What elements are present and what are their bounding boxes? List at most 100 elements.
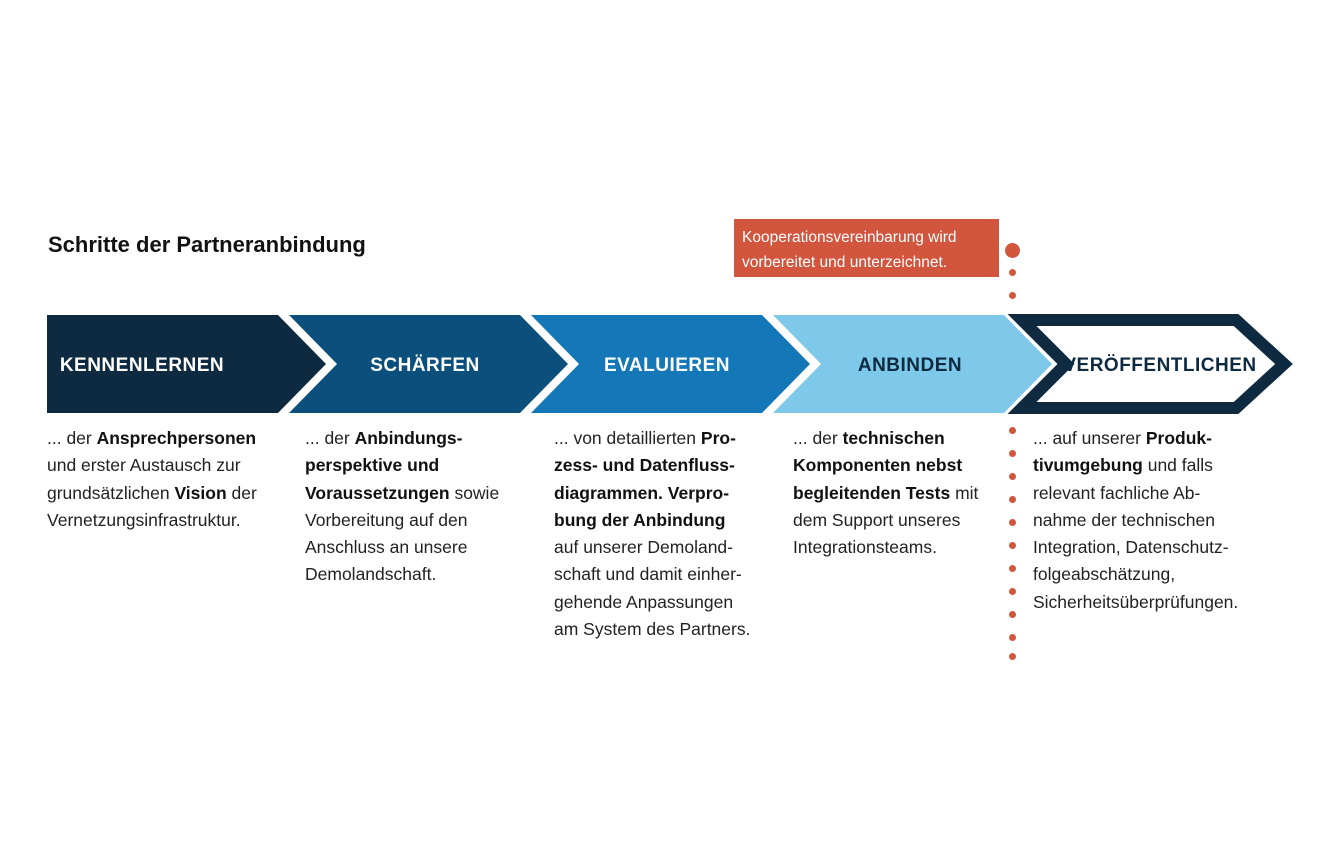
description-line: Demolandschaft. [305,561,499,588]
milestone-dot [1009,292,1016,299]
description-bold-text: perspektive und [305,455,440,476]
description-line: ... der technischen [793,425,978,452]
milestone-dot [1009,519,1016,526]
description-text: Anschluss an unsere [305,537,468,558]
description-kennenlernen: ... der Ansprechpersonen und erster Austa… [47,425,257,534]
description-bold-text: zess- und Datenfluss- [554,455,735,476]
description-bold-text: begleitenden Tests [793,482,951,503]
description-line: relevant fachliche Ab- [1033,480,1238,507]
description-line: tivumgebung und falls [1033,452,1238,479]
milestone-note-line-2: vorbereitet und unterzeichnet. [742,254,948,271]
description-line: Integrationsteams. [793,534,978,561]
milestone-dot [1009,611,1016,618]
description-text: und falls [1142,455,1213,476]
description-text: der [226,482,257,503]
description-text: auf unserer Demoland- [554,537,733,558]
description-bold-text: Voraussetzungen [305,482,450,503]
description-line: folgeabschätzung, [1033,561,1238,588]
description-bold-text: technischen [842,428,945,448]
step-label-evaluieren: EVALUIEREN [604,355,730,376]
description-text: folgeabschätzung, [1033,564,1176,585]
description-text: am System des Partners. [554,619,751,640]
milestone-dot [1009,427,1016,434]
description-text: ... der [305,428,355,448]
description-bold-text: Komponenten nebst [793,455,963,476]
description-text: ... auf unserer [1033,428,1146,448]
description-line: auf unserer Demoland- [554,534,750,561]
description-bold-text: Anbindungs- [354,428,463,448]
description-line: zess- und Datenfluss- [554,452,750,479]
description-line: ... auf unserer Produk- [1033,425,1238,452]
description-line: ... der Anbindungs- [305,425,499,452]
milestone-dot [1009,588,1016,595]
step-arrow-veroeffentlichen [1007,314,1293,414]
description-line: diagrammen. Verpro- [554,480,750,507]
description-line: ... der Ansprechpersonen [47,425,257,452]
description-bold-text: tivumgebung [1033,455,1143,476]
step-arrow-anbinden [773,315,1052,413]
description-line: grundsätzlichen Vision der [47,480,257,507]
step-arrow-evaluieren [531,315,810,413]
milestone-dot [1009,450,1016,457]
description-bold-text: Ansprechpersonen [96,428,257,448]
description-text: und erster Austausch zur [47,455,241,476]
description-text: gehende Anpassungen [554,591,734,612]
description-text: ... von detaillierten [554,428,701,448]
page-title: Schritte der Partneranbindung [48,232,366,257]
description-bold-text: Pro- [700,428,736,448]
description-bold-text: Vision [174,482,227,503]
description-bold-text: Produk- [1145,428,1212,448]
description-line: am System des Partners. [554,616,750,643]
milestone-marker-dot [1005,243,1020,258]
description-line: ... von detaillierten Pro- [554,425,750,452]
description-line: Vernetzungsinfrastruktur. [47,507,257,534]
step-label-kennenlernen: KENNENLERNEN [60,355,224,376]
milestone-dot [1009,565,1016,572]
description-text: sowie [449,482,500,503]
description-text: Vorbereitung auf den [305,509,468,530]
milestone-dot [1009,542,1016,549]
description-line: Anschluss an unsere [305,534,499,561]
description-text: dem Support unseres [793,509,961,530]
description-line: Integration, Datenschutz- [1033,534,1238,561]
milestone-dot [1009,496,1016,503]
step-arrow-schaerfen [289,315,568,413]
description-bold-text: bung der Anbindung [554,509,726,530]
step-label-veroeffentlichen: VERÖFFENTLICHEN [1063,355,1256,376]
description-line: perspektive und [305,452,499,479]
description-text: Demolandschaft. [305,564,437,585]
description-text: Sicherheitsüberprüfungen. [1033,591,1239,612]
description-evaluieren: ... von detaillierten Pro-zess- und Date… [554,425,750,643]
description-text: Integrationsteams. [793,537,937,558]
description-line: dem Support unseres [793,507,978,534]
description-text: relevant fachliche Ab- [1033,482,1201,503]
description-line: und erster Austausch zur [47,452,257,479]
description-line: schaft und damit einher- [554,561,750,588]
description-line: Vorbereitung auf den [305,507,499,534]
step-label-schaerfen: SCHÄRFEN [370,355,480,376]
step-label-anbinden: ANBINDEN [858,355,962,376]
description-line: nahme der technischen [1033,507,1238,534]
description-text: ... der [793,428,843,448]
description-line: Komponenten nebst [793,452,978,479]
milestone-note-line-1: Kooperationsvereinbarung wird [742,229,957,246]
description-line: Voraussetzungen sowie [305,480,499,507]
description-line: Sicherheitsüberprüfungen. [1033,589,1238,616]
description-text: nahme der technischen [1033,509,1215,530]
description-bold-text: diagrammen. Verpro- [554,482,730,503]
milestone-dot [1009,269,1016,276]
description-veroeffentlichen: ... auf unserer Produk-tivumgebung und f… [1033,425,1238,616]
description-text: Integration, Datenschutz- [1033,537,1229,558]
milestone-note: Kooperationsvereinbarung wird vorbereite… [734,219,999,277]
milestone-dot [1009,473,1016,480]
description-text: ... der [47,428,97,448]
description-text: schaft und damit einher- [554,564,742,585]
description-text: Vernetzungsinfrastruktur. [47,509,241,530]
milestone-dot [1009,653,1016,660]
description-text: mit [950,482,979,503]
description-line: gehende Anpassungen [554,589,750,616]
step-arrow-kennenlernen [47,315,326,413]
